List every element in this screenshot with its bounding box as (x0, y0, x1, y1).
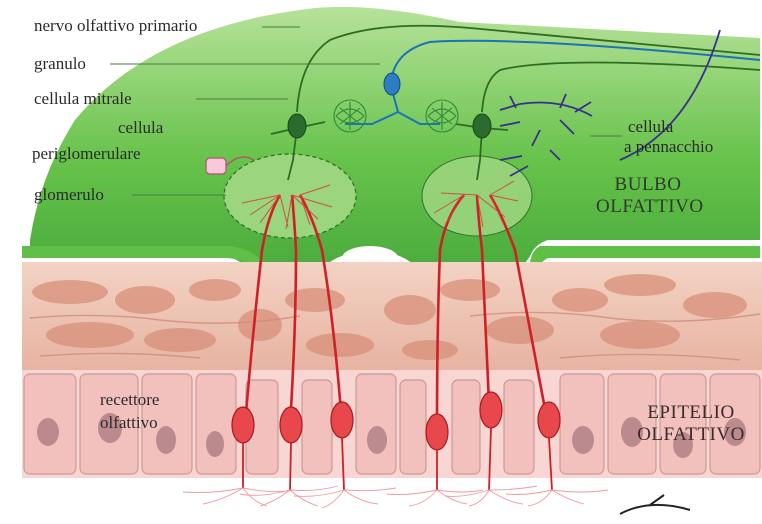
receptor-cell (331, 402, 353, 438)
mitral-cell (473, 114, 491, 138)
label-recettore-1: recettore (100, 391, 159, 409)
region-epitelio-1: EPITELIO (636, 402, 746, 423)
region-bulbo-1: BULBO (596, 174, 700, 195)
granule-cell (384, 73, 400, 95)
receptor-cell (480, 392, 502, 428)
label-nervo-olfattivo-primario: nervo olfattivo primario (34, 17, 197, 35)
receptor-cell (232, 407, 254, 443)
label-cellula-mitrale: cellula mitrale (34, 90, 132, 108)
label-granulo: granulo (34, 55, 86, 73)
label-cellula-pennacchio-2: a pennacchio (624, 138, 713, 156)
region-epitelio-2: OLFATTIVO (636, 424, 746, 445)
periglomerular-cell (206, 158, 226, 174)
receptor-cell (538, 402, 560, 438)
label-cellula-pennacchio-1: cellula (628, 118, 673, 136)
label-cellula-periglomerulare-2: periglomerulare (32, 145, 141, 163)
label-recettore-2: olfattivo (100, 414, 158, 432)
label-cellula-periglomerulare-1: cellula (118, 119, 163, 137)
mitral-cell (288, 114, 306, 138)
receptor-cell (426, 414, 448, 450)
label-glomerulo: glomerulo (34, 186, 104, 204)
glomerulus-left (224, 154, 356, 238)
region-bulbo-2: OLFATTIVO (596, 196, 700, 217)
faint-mark (620, 495, 690, 514)
receptor-cell (280, 407, 302, 443)
